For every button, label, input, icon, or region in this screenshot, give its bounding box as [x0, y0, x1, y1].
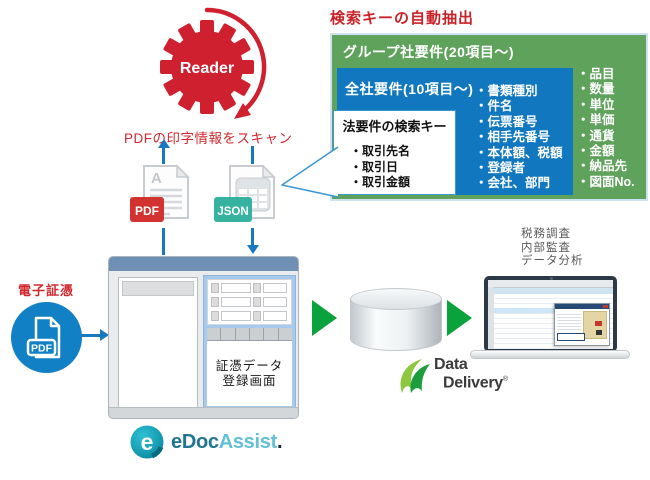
group-item: 品目 — [577, 67, 635, 82]
window-sidebar — [118, 277, 198, 408]
purposes-list: 税務調査 内部監査 データ分析 — [521, 228, 584, 269]
database-cylinder-top — [350, 288, 442, 310]
company-item: 書類種別 — [475, 84, 563, 99]
extraction-panel: グループ社要件(20項目〜) 全社要件(10項目〜) 書類種別 件名 伝票番号 … — [330, 33, 648, 201]
company-item: 会社、部門 — [475, 176, 563, 191]
company-item: 登録者 — [475, 161, 563, 176]
company-item: 件名 — [475, 99, 563, 114]
svg-text:A: A — [151, 170, 162, 187]
receipt-popup — [554, 303, 610, 346]
screen-label-line2: 登録画面 — [222, 373, 277, 388]
pdf-badge-label: PDF — [135, 204, 159, 218]
company-requirements-header: 全社要件(10項目〜) — [345, 81, 474, 97]
arrow-right-to-window-icon — [100, 329, 109, 341]
bubble-tail — [281, 146, 339, 198]
group-item: 納品先 — [577, 159, 635, 174]
group-item: 数量 — [577, 82, 635, 97]
flow-arrow-1-icon — [312, 300, 337, 336]
flow-arrow-2-icon — [447, 300, 472, 336]
window-statusbar — [109, 407, 298, 418]
sidebar-header — [122, 281, 194, 296]
laptop-camera-icon — [549, 277, 553, 280]
group-item: 金額 — [577, 144, 635, 159]
data-delivery-line1: Data — [434, 356, 468, 373]
evidence-pdf-icon: PDF — [11, 302, 82, 373]
receipt-stamp — [595, 321, 602, 326]
edoc-name-period: . — [276, 430, 283, 453]
connector-reader-to-json — [251, 146, 254, 164]
window-titlebar — [109, 257, 298, 271]
group-requirements-header: グループ社要件(20項目〜) — [343, 44, 515, 60]
receipt-popup-fields — [557, 312, 581, 330]
spreadsheet-screen — [488, 280, 613, 349]
electronic-evidence-label: 電子証憑 — [18, 283, 75, 298]
legal-items-list: 取引先名 取引日 取引金額 — [350, 144, 410, 191]
reader-gear-icon: Reader — [160, 7, 267, 119]
group-item: 単価 — [577, 113, 635, 128]
laptop-screen — [484, 276, 617, 352]
edoc-logo: e eDocAssist. — [130, 425, 283, 459]
purpose-item: 内部監査 — [521, 241, 571, 254]
group-item: 単位 — [577, 98, 635, 113]
company-items-list: 書類種別 件名 伝票番号 相手先番号 本体額、税額 登録者 会社、部門 — [475, 84, 563, 192]
legal-item: 取引先名 — [350, 144, 410, 160]
edoc-name-light: Assist — [218, 430, 278, 453]
receipt-input-box — [557, 333, 585, 341]
edoc-icon: e — [130, 425, 164, 459]
edoc-name-dark: eDoc — [171, 430, 219, 453]
leaf-icon — [400, 359, 430, 393]
arrow-up-to-reader-icon — [158, 139, 170, 148]
extraction-title: 検索キーの自動抽出 — [330, 10, 475, 27]
receipt-image — [583, 311, 607, 339]
arrow-down-to-window-icon — [247, 245, 259, 254]
registration-window: 証憑データ 登録画面 — [108, 256, 299, 419]
connector-evidence-to-window — [81, 334, 102, 337]
spreadsheet-toolbar — [488, 280, 613, 288]
legal-item: 取引金額 — [350, 175, 410, 191]
json-badge-label: JSON — [217, 206, 248, 218]
close-icon — [603, 305, 608, 308]
company-item: 相手先番号 — [475, 130, 563, 145]
receipt-qr — [596, 330, 602, 335]
group-items-list: 品目 数量 単位 単価 通貨 金額 納品先 図面No. — [577, 67, 635, 190]
purpose-item: 税務調査 — [521, 228, 571, 240]
connector-json-down — [251, 228, 254, 246]
data-delivery-name: Data Delivery® — [434, 356, 508, 392]
reader-cycle-arrow-icon — [204, 7, 267, 119]
legal-requirements-title: 法要件の検索キー — [342, 119, 447, 134]
company-item: 本体額、税額 — [475, 146, 563, 161]
company-item: 伝票番号 — [475, 115, 563, 130]
edoc-name: eDocAssist. — [171, 430, 283, 454]
pdf-file-icon: A PDF — [130, 164, 190, 222]
json-file-icon: JSON — [214, 164, 276, 222]
legal-requirements-bubble: 法要件の検索キー 取引先名 取引日 取引金額 — [333, 110, 456, 195]
window-detail-panel: 証憑データ 登録画面 — [203, 275, 296, 410]
receipt-popup-titlebar — [555, 304, 609, 309]
window-table-header — [207, 328, 292, 341]
window-table: 証憑データ 登録画面 — [207, 328, 292, 406]
evidence-pdf-label: PDF — [31, 343, 53, 355]
reader-label: Reader — [180, 60, 234, 77]
screen-label: 証憑データ 登録画面 — [207, 341, 292, 406]
group-item: 通貨 — [577, 129, 635, 144]
purpose-item: データ分析 — [521, 255, 584, 267]
connector-pdf-up — [162, 148, 165, 164]
group-item: 図面No. — [577, 175, 635, 190]
screen-label-line1: 証憑データ — [215, 358, 284, 373]
registered-mark: ® — [502, 376, 508, 383]
legal-item: 取引日 — [350, 160, 410, 176]
laptop-base — [470, 350, 630, 359]
edoc-icon-letter: e — [141, 429, 154, 455]
data-delivery-logo: Data Delivery® — [396, 357, 508, 395]
window-form — [207, 279, 292, 325]
connector-window-to-pdf — [162, 228, 165, 255]
spreadsheet-highlight-row — [494, 308, 579, 313]
data-delivery-line2: Delivery® — [443, 374, 508, 392]
